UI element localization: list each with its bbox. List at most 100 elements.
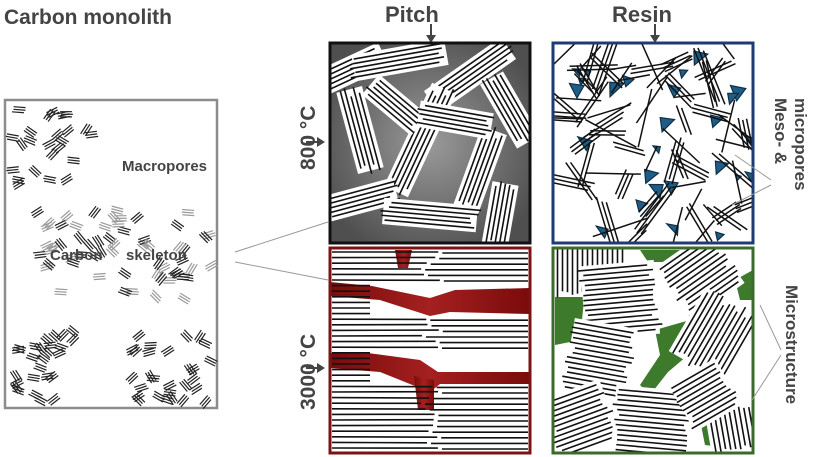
lamella bbox=[614, 145, 646, 157]
lamella bbox=[180, 397, 190, 408]
lamella bbox=[67, 156, 80, 160]
lamella bbox=[161, 394, 174, 400]
lamella bbox=[182, 331, 192, 342]
lamella bbox=[694, 303, 731, 366]
lamella bbox=[127, 372, 138, 382]
lamella bbox=[92, 208, 102, 219]
lamella bbox=[164, 388, 177, 392]
lamella bbox=[70, 222, 82, 229]
lamella bbox=[155, 271, 164, 282]
lamella bbox=[199, 395, 209, 405]
lamella bbox=[639, 195, 659, 218]
lamella bbox=[353, 43, 443, 60]
lamella bbox=[718, 153, 753, 185]
lamella bbox=[194, 329, 202, 341]
lamella bbox=[358, 92, 381, 171]
lamella bbox=[88, 205, 97, 217]
lamella bbox=[679, 380, 724, 408]
lamella bbox=[130, 211, 141, 221]
lamella bbox=[190, 264, 198, 275]
arrow-pitch bbox=[426, 24, 436, 43]
lamella bbox=[128, 375, 139, 385]
lamella bbox=[26, 125, 38, 134]
lamella bbox=[44, 346, 57, 350]
lamella bbox=[605, 202, 620, 243]
lamella bbox=[183, 378, 192, 389]
lamella bbox=[330, 180, 396, 200]
lamella bbox=[570, 331, 630, 344]
lamella bbox=[67, 262, 79, 268]
lamella bbox=[170, 223, 182, 232]
lamella bbox=[687, 269, 738, 306]
lamella bbox=[591, 52, 625, 85]
lamella bbox=[343, 88, 366, 166]
lamella bbox=[98, 226, 111, 232]
lamella bbox=[56, 110, 69, 115]
lamella bbox=[65, 254, 77, 261]
lamella bbox=[86, 135, 99, 139]
lamella bbox=[52, 130, 63, 140]
lamella bbox=[468, 138, 498, 214]
lamella bbox=[129, 344, 140, 354]
lamella bbox=[57, 113, 70, 117]
lamella bbox=[46, 220, 56, 230]
lamella bbox=[458, 125, 488, 202]
lamella bbox=[200, 337, 213, 345]
panel-resin-3000 bbox=[551, 246, 755, 455]
lamella bbox=[664, 80, 692, 109]
lamella bbox=[581, 142, 596, 186]
lamella bbox=[704, 57, 724, 82]
lamella bbox=[107, 246, 118, 256]
lamella bbox=[13, 346, 26, 352]
lamella bbox=[166, 394, 174, 406]
lamella bbox=[204, 360, 216, 367]
lamella bbox=[95, 247, 103, 259]
lamella bbox=[467, 126, 497, 203]
lamella bbox=[670, 149, 685, 179]
lamella bbox=[664, 248, 710, 279]
lamella bbox=[569, 341, 630, 354]
lamella bbox=[175, 241, 185, 252]
lamella bbox=[388, 206, 479, 216]
lamella bbox=[734, 196, 753, 206]
lamella bbox=[33, 367, 45, 373]
lamella bbox=[187, 375, 198, 384]
lamella bbox=[339, 91, 362, 169]
lamella bbox=[728, 409, 737, 450]
lamella bbox=[142, 243, 153, 253]
lamella bbox=[100, 221, 113, 227]
lamella bbox=[682, 385, 727, 412]
lamella bbox=[54, 241, 64, 252]
label-skeleton: skeleton bbox=[126, 247, 187, 264]
lamella bbox=[706, 206, 742, 231]
lamella bbox=[664, 58, 693, 73]
lamella bbox=[26, 354, 39, 360]
lamella bbox=[428, 43, 502, 94]
lamella bbox=[461, 129, 491, 206]
lamella bbox=[693, 47, 716, 103]
lamella bbox=[621, 173, 634, 200]
lamella bbox=[721, 43, 735, 60]
lamella bbox=[675, 149, 689, 180]
lamella bbox=[58, 237, 68, 248]
lamella bbox=[595, 196, 612, 243]
lamella bbox=[503, 189, 515, 243]
lamella bbox=[733, 123, 753, 147]
lamella bbox=[135, 385, 147, 391]
lamella bbox=[583, 293, 654, 302]
lamella bbox=[587, 308, 658, 317]
lamella bbox=[691, 402, 736, 430]
lamella bbox=[36, 342, 45, 353]
lamella bbox=[64, 129, 75, 138]
lamella bbox=[25, 128, 36, 136]
lamella bbox=[330, 184, 398, 205]
lamella bbox=[663, 140, 677, 183]
lamella bbox=[137, 387, 149, 393]
lamella bbox=[42, 217, 53, 226]
lamella bbox=[6, 168, 19, 172]
lamella bbox=[564, 360, 625, 373]
lamella bbox=[71, 220, 84, 227]
lamella bbox=[67, 161, 80, 165]
lamella bbox=[635, 76, 669, 124]
lamella bbox=[553, 111, 587, 116]
